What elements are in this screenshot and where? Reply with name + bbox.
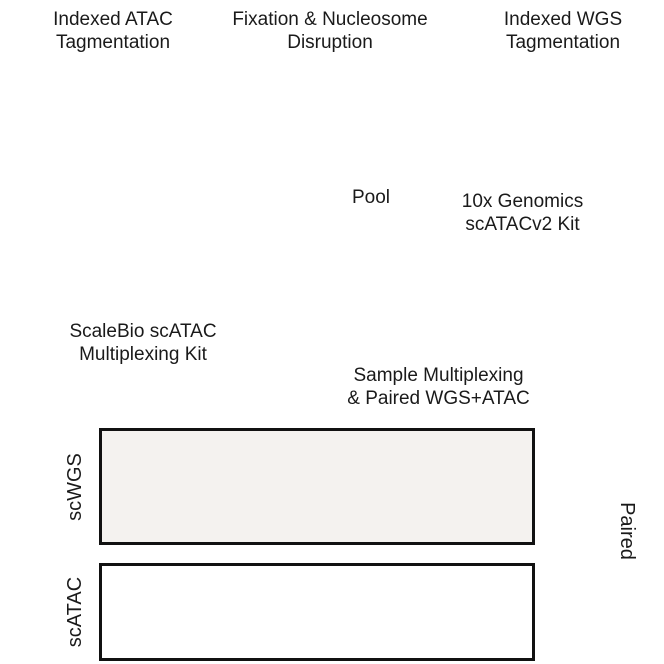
scwgs-track-label: scWGS [64,453,86,521]
scalebio-kit-label: ScaleBio scATAC Multiplexing Kit [69,321,217,365]
outcome-label: Sample Multiplexing & Paired WGS+ATAC [347,365,530,409]
paired-label: Paired [616,502,638,560]
step3-title: Indexed WGS Tagmentation [503,9,623,53]
tenx-kit-label: 10x Genomics scATACv2 Kit [461,191,584,235]
step1-title: Indexed ATAC Tagmentation [53,9,173,53]
outcome-curved-arrow-icon [543,352,615,414]
scatac-signal-track [99,563,535,661]
scalebio-cells-wells-illustration [14,188,286,324]
step2-title: Fixation & Nucleosome Disruption [232,9,428,53]
chromatin-wgs-illustration [456,52,664,204]
pool-label: Pool [351,187,391,208]
pooled-sample-tube-illustration [300,230,384,362]
microfluidic-chip-illustration [428,248,628,353]
paired-double-arrow-icon [533,477,597,609]
chromatin-fixation-illustration [260,60,448,202]
scatac-track-label: scATAC [64,576,86,648]
scwgs-heatmap [99,428,535,545]
tube-to-chip-arrow-icon [384,290,432,316]
